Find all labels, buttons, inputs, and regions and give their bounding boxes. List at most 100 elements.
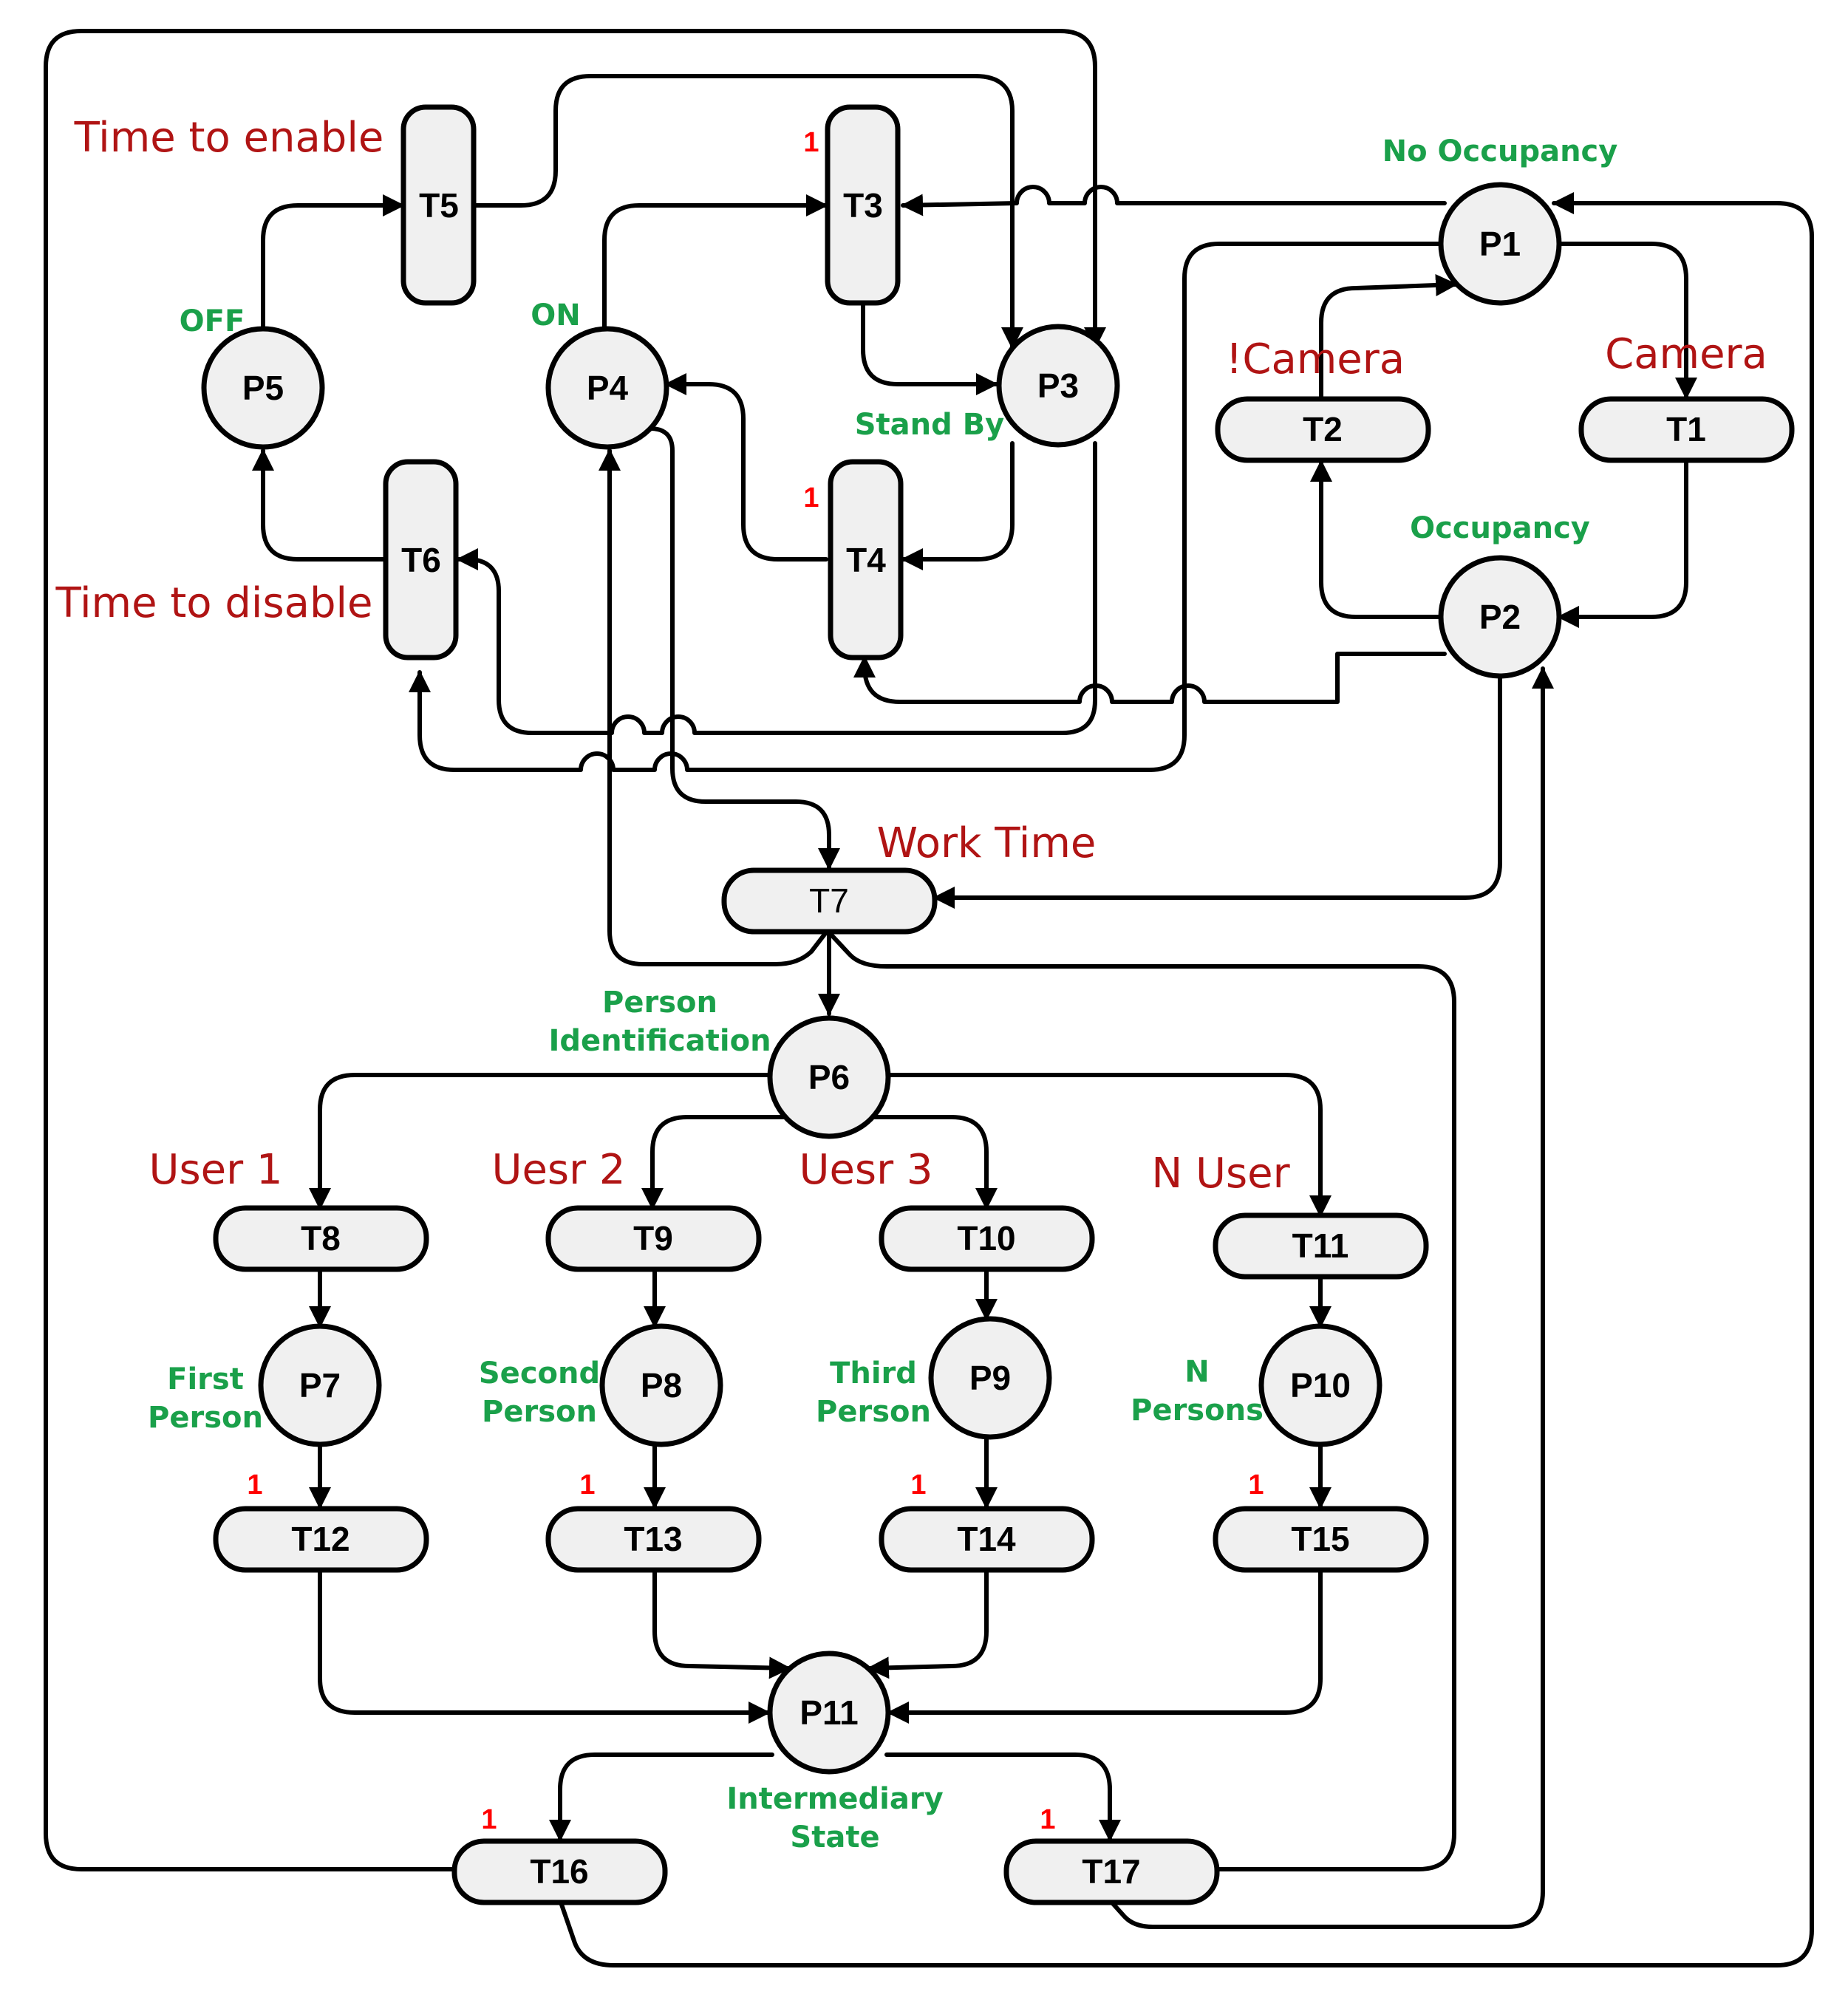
transition-label-t5: T5 — [419, 186, 459, 225]
arc-t14-p11 — [867, 1568, 989, 1679]
transition-t11 — [1213, 1212, 1429, 1280]
transition-t4 — [828, 459, 904, 661]
transition-t9 — [545, 1205, 762, 1272]
arc-t7-p4 — [599, 448, 828, 966]
place-label-p11: P11 — [799, 1693, 858, 1732]
label-third-person-2: Person — [816, 1395, 931, 1429]
transition-t7 — [721, 867, 938, 935]
state-labels: No Occupancy Occupancy Stand By ON OFF P… — [148, 134, 1617, 1854]
transition-label-t10: T10 — [957, 1219, 1015, 1257]
label-off: OFF — [180, 304, 245, 338]
label-n-user: N User — [1151, 1150, 1290, 1198]
weight-t4: 1 — [803, 482, 819, 513]
place-label-p4: P4 — [587, 369, 629, 407]
transition-label-t11: T11 — [1292, 1226, 1349, 1265]
weight-t14: 1 — [910, 1470, 926, 1501]
transition-label-t6: T6 — [401, 541, 441, 579]
label-user-2: Uesr 2 — [491, 1146, 625, 1194]
weight-t12: 1 — [247, 1470, 262, 1501]
transition-label-t14: T14 — [957, 1520, 1016, 1558]
arc-p1-t1 — [1541, 242, 1697, 400]
label-second-person-2: Person — [482, 1395, 597, 1429]
place-label-p5: P5 — [242, 369, 284, 407]
arc-p2-t4 — [853, 652, 1447, 704]
label-n-persons-1: N — [1184, 1355, 1209, 1389]
transition-label-t2: T2 — [1303, 410, 1343, 448]
arc-t3-p3 — [861, 301, 998, 395]
transition-labels: Time to enable Time to disable !Camera C… — [55, 114, 1767, 1198]
transition-t17 — [1003, 1838, 1220, 1905]
label-person-identification-2: Identification — [548, 1024, 771, 1058]
arc-p11-t17 — [884, 1752, 1121, 1842]
transition-label-t7: T7 — [809, 881, 849, 920]
label-first-person-2: Person — [148, 1401, 263, 1435]
label-not-camera: !Camera — [1226, 335, 1405, 383]
place-p4 — [545, 326, 669, 450]
arc-t6-p5 — [252, 448, 388, 562]
label-stand-by: Stand By — [855, 408, 1005, 442]
arc-t5-p3 — [472, 74, 1023, 349]
place-p5 — [201, 326, 325, 450]
place-label-p3: P3 — [1037, 366, 1079, 405]
place-p8 — [599, 1323, 723, 1447]
transition-t6 — [383, 459, 459, 661]
transition-t1 — [1578, 396, 1795, 463]
transition-label-t9: T9 — [633, 1219, 673, 1257]
transition-t10 — [879, 1205, 1095, 1272]
transition-t8 — [213, 1205, 429, 1272]
arc-t4-p4 — [664, 373, 828, 562]
transition-label-t16: T16 — [530, 1852, 588, 1891]
place-p6 — [767, 1015, 891, 1139]
label-work-time: Work Time — [877, 819, 1097, 867]
transition-label-t3: T3 — [843, 186, 883, 225]
label-camera: Camera — [1605, 330, 1767, 378]
label-time-to-disable: Time to disable — [55, 579, 372, 627]
label-third-person-1: Third — [830, 1356, 917, 1390]
place-p3 — [996, 324, 1120, 448]
transition-label-t12: T12 — [291, 1520, 350, 1558]
arc-p2-t17 — [1108, 666, 1554, 1929]
transition-label-t13: T13 — [624, 1520, 682, 1558]
arc-p4-t3 — [602, 194, 828, 331]
place-p7 — [258, 1323, 382, 1447]
arcs — [44, 29, 1814, 1967]
weight-t16: 1 — [481, 1804, 497, 1835]
weight-t15: 1 — [1248, 1470, 1264, 1501]
arc-p4-t7 — [648, 426, 840, 870]
place-label-p2: P2 — [1479, 598, 1521, 636]
transition-label-t8: T8 — [301, 1219, 341, 1257]
arc-p3-t4 — [901, 441, 1015, 570]
transition-t12 — [213, 1506, 429, 1573]
arc-p2-t7 — [932, 669, 1502, 909]
arc-t16-p1 — [558, 192, 1814, 1967]
places: P1 P2 P3 P4 P5 P6 P7 P8 P9 P10 P11 — [201, 182, 1562, 1775]
transition-label-t17: T17 — [1082, 1852, 1140, 1891]
arc-p6-t11 — [886, 1073, 1332, 1218]
transition-label-t4: T4 — [846, 541, 886, 579]
place-label-p6: P6 — [808, 1058, 850, 1096]
place-label-p8: P8 — [641, 1366, 682, 1405]
weight-t3: 1 — [803, 127, 819, 158]
arc-p6-t9 — [641, 1115, 793, 1210]
arc-p6-t10 — [864, 1115, 998, 1210]
arc-p1-t6 — [409, 242, 1447, 772]
arc-weights: 1 1 1 1 1 1 1 1 — [247, 127, 1264, 1835]
place-label-p9: P9 — [969, 1359, 1011, 1397]
label-no-occupancy: No Occupancy — [1382, 134, 1618, 168]
label-person-identification-1: Person — [602, 986, 717, 1020]
arc-t13-p11 — [652, 1568, 791, 1679]
weight-t17: 1 — [1040, 1804, 1055, 1835]
label-user-3: Uesr 3 — [799, 1146, 932, 1194]
label-on: ON — [531, 298, 580, 332]
place-p10 — [1258, 1323, 1382, 1447]
place-label-p7: P7 — [299, 1366, 341, 1405]
label-occupancy: Occupancy — [1410, 511, 1590, 545]
transition-t2 — [1215, 396, 1431, 463]
arc-p6-t8 — [309, 1073, 772, 1210]
transition-t15 — [1213, 1506, 1429, 1573]
arc-t2-p1 — [1319, 274, 1458, 400]
arc-t12-p11 — [318, 1568, 771, 1724]
arc-p1-t3 — [901, 185, 1447, 216]
label-intermediary-2: State — [790, 1820, 879, 1854]
label-second-person-1: Second — [479, 1356, 600, 1390]
